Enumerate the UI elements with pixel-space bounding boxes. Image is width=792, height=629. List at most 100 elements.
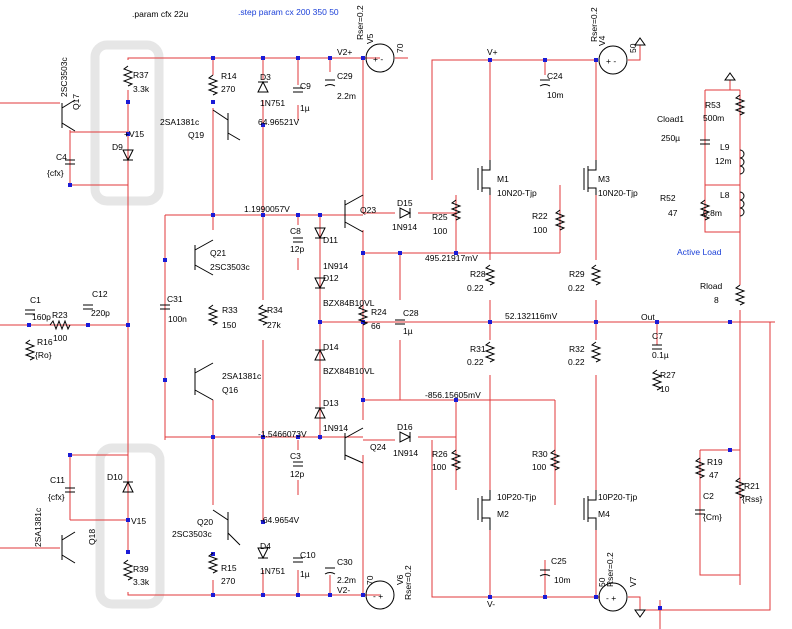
label-components-c1-1: 160p bbox=[32, 312, 51, 322]
label-components-d15-1: 1N914 bbox=[392, 222, 417, 232]
label-nets-vm: V- bbox=[487, 599, 495, 609]
label-components-r31-1: 0.22 bbox=[467, 357, 484, 367]
label-components-d13-1: 1N914 bbox=[323, 423, 348, 433]
label-sources-v4-value: 50 bbox=[628, 43, 638, 53]
label-components-r27-0: R27 bbox=[660, 370, 676, 380]
label-components-r33-1: 150 bbox=[222, 320, 236, 330]
label-components-r52-0: R52 bbox=[660, 193, 676, 203]
label-components-c8-1: 12p bbox=[290, 244, 304, 254]
svg-text:- +: - + bbox=[373, 591, 383, 601]
label-voltages-q20: -64.9654V bbox=[260, 515, 300, 525]
label-nets-v2m: V2- bbox=[337, 585, 350, 595]
label-voltages-bias_bot: -1.5466073V bbox=[258, 429, 307, 439]
label-sources-v7-value: 50 bbox=[597, 577, 607, 587]
label-components-l8-0: L8 bbox=[720, 190, 730, 200]
label-components-d10-0: D10 bbox=[107, 472, 123, 482]
label-components-r28-1: 0.22 bbox=[467, 283, 484, 293]
label-components-c2-0: C2 bbox=[703, 491, 714, 501]
label-components-r19-0: R19 bbox=[707, 457, 723, 467]
svg-text:+ -: + - bbox=[373, 54, 383, 64]
label-components-r34-0: R34 bbox=[267, 305, 283, 315]
label-components-c31-0: C31 bbox=[167, 294, 183, 304]
label-components-r39-0: R39 bbox=[133, 564, 149, 574]
label-components-r32-0: R32 bbox=[569, 344, 585, 354]
label-components-r30-0: R30 bbox=[532, 449, 548, 459]
label-components-m4-0: M4 bbox=[598, 509, 610, 519]
label-components-c25-1: 10m bbox=[554, 575, 571, 585]
label-components-c11-1: {cfx} bbox=[48, 492, 65, 502]
label-components-r26-1: 100 bbox=[432, 462, 446, 472]
label-sources-v7-name: V7 bbox=[628, 576, 638, 587]
label-sources-v6-rser: Rser=0.2 bbox=[403, 565, 413, 600]
label-components-q21-1: 2SC3503c bbox=[210, 262, 250, 272]
label-components-r21-0: R21 bbox=[744, 481, 760, 491]
label-components-r39-1: 3.3k bbox=[133, 577, 150, 587]
symbols: + - + - - + - + bbox=[24, 37, 746, 618]
label-components-d12-0: D12 bbox=[323, 273, 339, 283]
label-components-r26-0: R26 bbox=[432, 449, 448, 459]
label-components-r14-0: R14 bbox=[221, 71, 237, 81]
label-components-c4-0: C4 bbox=[56, 152, 67, 162]
label-components-c4-1: {cfx} bbox=[47, 168, 64, 178]
label-components-d15-0: D15 bbox=[397, 198, 413, 208]
label-components-r23-0: R23 bbox=[52, 310, 68, 320]
label-components-r22-0: R22 bbox=[532, 211, 548, 221]
label-components-c30-1: 2.2m bbox=[337, 575, 356, 585]
label-components-c25-0: C25 bbox=[551, 556, 567, 566]
label-components-d13-0: D13 bbox=[323, 398, 339, 408]
wires bbox=[0, 45, 775, 629]
label-components-r27-1: 10 bbox=[660, 384, 670, 394]
label-components-r29-0: R29 bbox=[569, 269, 585, 279]
label-components-rload-0: Rload bbox=[700, 281, 722, 291]
label-components-q16-1: 2SA1381c bbox=[222, 371, 262, 381]
label-components-q24-0: Q24 bbox=[370, 442, 386, 452]
label-components-q17-1: 2SC3503c bbox=[59, 57, 69, 97]
label-components-d4-0: D4 bbox=[260, 541, 271, 551]
label-voltages-out: 52.132116mV bbox=[505, 311, 558, 321]
label-components-r32-1: 0.22 bbox=[568, 357, 585, 367]
label-components-c8-0: C8 bbox=[290, 226, 301, 236]
label-components-c30-0: C30 bbox=[337, 557, 353, 567]
label-voltages-bias_top: 1.1990057V bbox=[244, 204, 290, 214]
label-components-c7-0: C7 bbox=[652, 331, 663, 341]
label-components-c12-0: C12 bbox=[92, 289, 108, 299]
label-sources-v5-rser: Rser=0.2 bbox=[355, 5, 365, 40]
label-components-r24-0: R24 bbox=[371, 307, 387, 317]
label-sources-v5-value: 70 bbox=[395, 43, 405, 53]
label-components-q19-0: Q19 bbox=[188, 130, 204, 140]
label-components-c31-1: 100n bbox=[168, 314, 187, 324]
label-components-c11-0: C11 bbox=[50, 475, 65, 485]
label-components-c24-0: C24 bbox=[547, 71, 563, 81]
label-components-c29-0: C29 bbox=[337, 71, 353, 81]
label-components-d16-0: D16 bbox=[397, 422, 413, 432]
label-components-q16-0: Q16 bbox=[222, 385, 238, 395]
label-components-d3-1: 1N751 bbox=[260, 98, 285, 108]
label-components-r15-0: R15 bbox=[221, 563, 237, 573]
label-components-d4-1: 1N751 bbox=[260, 566, 285, 576]
label-components-m2-1: 10P20-Tjp bbox=[497, 492, 536, 502]
label-components-r22-1: 100 bbox=[533, 225, 547, 235]
highlight-box-bottom bbox=[95, 443, 165, 609]
label-components-cload1-0: Cload1 bbox=[657, 114, 684, 124]
label-components-d12-1: BZX84B10VL bbox=[323, 298, 375, 308]
label-components-r37-1: 3.3k bbox=[133, 84, 150, 94]
label-nets-out: Out bbox=[641, 312, 655, 322]
label-components-q23-0: Q23 bbox=[360, 205, 376, 215]
label-components-r16-1: {Ro} bbox=[35, 350, 52, 360]
label-components-m3-1: 10N20-Tjp bbox=[598, 188, 638, 198]
label-components-c3-1: 12p bbox=[290, 469, 304, 479]
label-components-c7-1: 0.1µ bbox=[652, 350, 669, 360]
svg-text:+ -: + - bbox=[606, 56, 616, 66]
label-voltages-q19: 64.96521V bbox=[258, 117, 299, 127]
label-components-c12-1: 220p bbox=[91, 308, 110, 318]
label-components-d16-1: 1N914 bbox=[393, 448, 418, 458]
label-sources-v6-name: V6 bbox=[395, 574, 405, 585]
label-components-c24-1: 10m bbox=[547, 90, 564, 100]
label-components-c29-1: 2.2m bbox=[337, 91, 356, 101]
label-components-r23-1: 100 bbox=[53, 333, 67, 343]
label-components-l9-1: 12m bbox=[715, 156, 732, 166]
junction-dots bbox=[27, 56, 732, 610]
label-components-l8-1: 0.8m bbox=[703, 208, 722, 218]
label-components-r34-1: 27k bbox=[267, 320, 281, 330]
label-components-q20-1: 2SC3503c bbox=[172, 529, 212, 539]
